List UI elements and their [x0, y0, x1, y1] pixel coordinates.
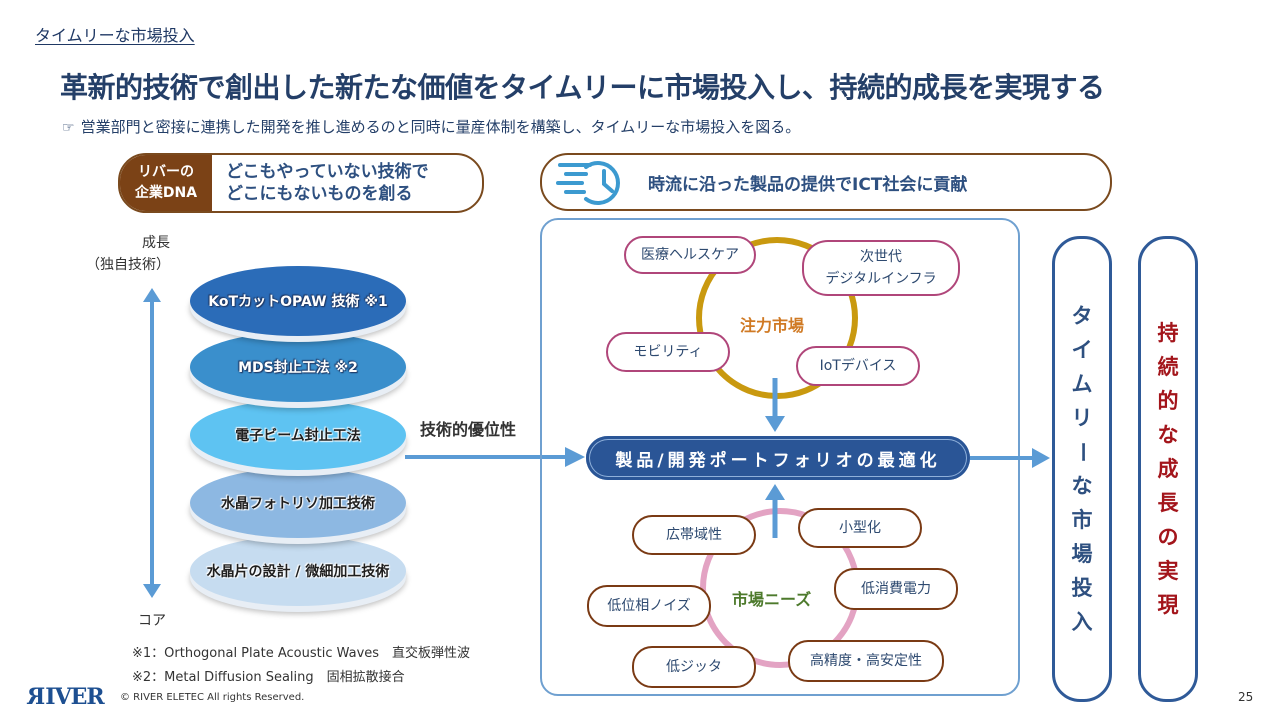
ict-text: 時流に沿った製品の提供でICT社会に貢献: [648, 174, 968, 195]
market-need-tag: 広帯域性: [632, 515, 756, 555]
sustainable-growth-char: 的: [1157, 389, 1179, 413]
ict-banner: 時流に沿った製品の提供でICT社会に貢献: [540, 153, 1112, 211]
subtitle: ☞ 営業部門と密接に連携した開発を推し進めるのと同時に量産体制を構築し、タイムリー…: [62, 116, 800, 137]
market-need-tag: 小型化: [798, 508, 922, 548]
sustainable-growth-char: 現: [1157, 593, 1179, 617]
timely-launch-char: ー: [1070, 441, 1094, 463]
focus-market-tag: IoTデバイス: [796, 346, 920, 386]
tech-layer-disc: KoTカットOPAW 技術 ※1: [190, 266, 406, 336]
timely-launch-char: 市: [1071, 508, 1093, 532]
tech-layer-disc: MDS封止工法 ※2: [190, 332, 406, 402]
corporate-dna-banner: リバーの 企業DNA どこもやっていない技術で どこにもないものを創る: [118, 153, 484, 213]
pointing-hand-icon: ☞: [62, 120, 75, 136]
dna-label: リバーの 企業DNA: [120, 155, 212, 211]
copyright: © RIVER ELETEC All rights Reserved.: [120, 692, 305, 703]
sustainable-growth-char: の: [1157, 525, 1179, 549]
subtitle-text: 営業部門と密接に連携した開発を推し進めるのと同時に量産体制を構築し、タイムリーな…: [80, 118, 801, 136]
footnote-2: ※2：Metal Diffusion Sealing 固相拡散接合: [132, 670, 405, 685]
focus-market-tag: 次世代 デジタルインフラ: [802, 240, 960, 296]
focus-market-tag: モビリティ: [606, 332, 730, 372]
fast-clock-icon: [556, 161, 620, 205]
sustainable-growth-char: 続: [1157, 355, 1179, 379]
right-arrow-head-icon: [1032, 448, 1050, 468]
dna-text-line2: どこにもないものを創る: [226, 184, 413, 204]
footnote-1: ※1：Orthogonal Plate Acoustic Waves 直交板弾性…: [132, 646, 471, 661]
market-need-tag: 高精度・高安定性: [788, 640, 944, 682]
tech-layer-label: 水晶フォトリソ加工技術: [221, 496, 375, 512]
page-number: 25: [1238, 690, 1254, 704]
axis-growth-line1: 成長: [142, 235, 170, 251]
timely-launch-char: 場: [1071, 542, 1093, 566]
tech-layer-label: 電子ビーム封止工法: [235, 428, 361, 444]
sustainable-growth-char: 長: [1157, 491, 1179, 515]
sustainable-growth-char: 実: [1157, 559, 1179, 583]
section-title: タイムリーな市場投入: [35, 26, 195, 45]
river-logo: RIVER: [28, 684, 105, 710]
timely-launch-char: 投: [1071, 576, 1093, 600]
axis-growth-line2: （独自技術）: [86, 257, 170, 273]
market-needs-hub-label: 市場ニーズ: [732, 590, 812, 609]
timely-launch-char: イ: [1071, 338, 1093, 362]
tech-layer-disc: 電子ビーム封止工法: [190, 400, 406, 470]
page-title: 革新的技術で創出した新たな価値をタイムリーに市場投入し、持続的成長を実現する: [60, 71, 1105, 104]
timely-launch-char: リ: [1071, 406, 1093, 430]
market-need-tag: 低位相ノイズ: [587, 585, 711, 627]
growth-axis-arrow-icon: [143, 288, 161, 598]
sustainable-growth-pill: 持続的な成長の実現: [1138, 236, 1198, 702]
focus-market-hub-label: 注力市場: [740, 316, 805, 335]
sustainable-growth-char: 持: [1157, 321, 1179, 345]
tech-layer-label: MDS封止工法 ※2: [238, 360, 358, 376]
market-need-tag: 低消費電力: [834, 568, 958, 610]
tech-layer-label: 水晶片の設計 / 微細加工技術: [206, 564, 390, 580]
timely-launch-char: ム: [1071, 372, 1093, 396]
timely-launch-char: な: [1071, 474, 1093, 498]
portfolio-optimization: 製品/開発ポートフォリオの最適化: [586, 436, 970, 480]
logo-text: IVER: [45, 684, 104, 710]
tech-layer-label: KoTカットOPAW 技術 ※1: [208, 294, 388, 310]
axis-growth-label: 成長 （独自技術）: [70, 232, 170, 276]
tech-layer-disc: 水晶フォトリソ加工技術: [190, 468, 406, 538]
dna-text-line1: どこもやっていない技術で: [226, 162, 429, 182]
timely-launch-char: 入: [1071, 610, 1093, 634]
timely-launch-char: タ: [1071, 304, 1093, 328]
tech-layer-disc: 水晶片の設計 / 微細加工技術: [190, 536, 406, 606]
advantage-label: 技術的優位性: [420, 420, 517, 439]
sustainable-growth-char: な: [1157, 423, 1179, 447]
sustainable-growth-char: 成: [1157, 457, 1179, 481]
dna-text: どこもやっていない技術で どこにもないものを創る: [212, 155, 429, 211]
dna-label-line2: 企業DNA: [134, 185, 198, 201]
dna-label-line1: リバーの: [138, 164, 194, 180]
axis-core-label: コア: [138, 613, 166, 629]
focus-market-tag-line2: デジタルインフラ: [825, 271, 937, 287]
focus-market-tag: 医療ヘルスケア: [624, 236, 756, 274]
market-need-tag: 低ジッタ: [632, 646, 756, 688]
focus-market-tag-line1: 次世代: [860, 249, 902, 265]
timely-launch-pill: タイムリーな市場投入: [1052, 236, 1112, 702]
